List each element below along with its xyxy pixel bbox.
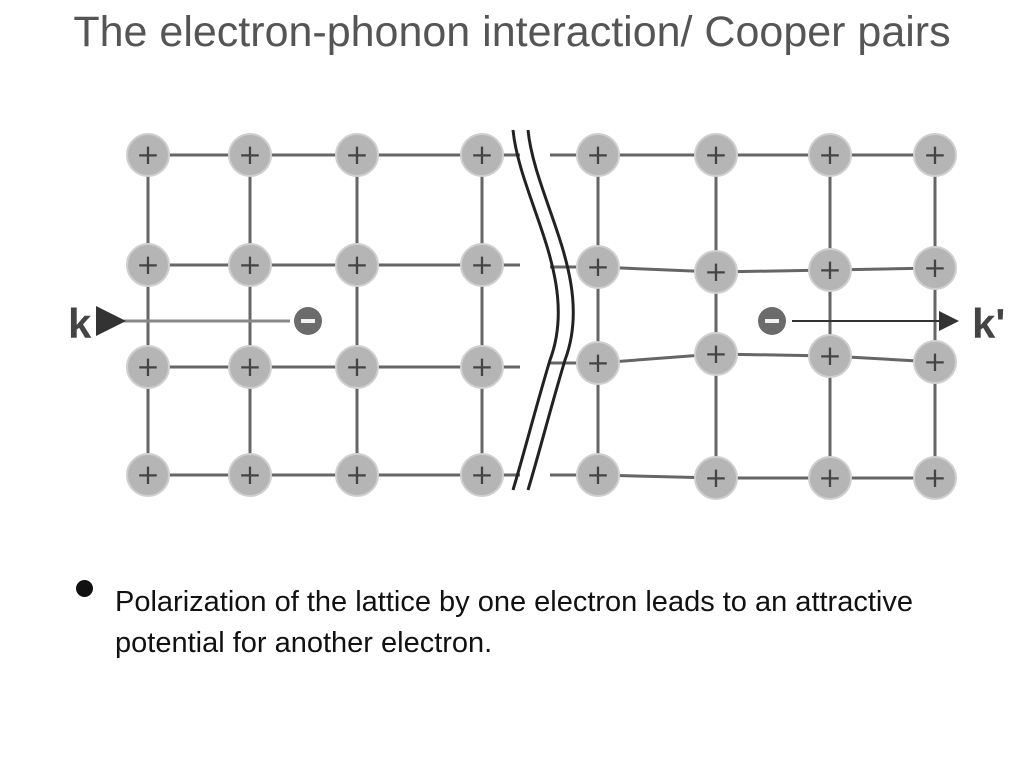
svg-text:+: +	[818, 339, 841, 372]
label-k-prime: k'	[972, 300, 1005, 347]
ion-icon: +	[127, 244, 169, 286]
svg-text:+: +	[586, 346, 609, 379]
ion-icon: +	[127, 454, 169, 496]
svg-text:+: +	[238, 138, 261, 171]
ion-icon: +	[695, 134, 737, 176]
ion-icon: +	[229, 346, 271, 388]
svg-text:+: +	[923, 138, 946, 171]
ion-icon: +	[914, 134, 956, 176]
svg-text:+: +	[470, 248, 493, 281]
ion-icon: +	[914, 341, 956, 383]
svg-text:+: +	[923, 461, 946, 494]
svg-text:+: +	[136, 350, 159, 383]
right-lattice-lines	[550, 155, 935, 478]
svg-text:+: +	[345, 138, 368, 171]
svg-text:+: +	[238, 248, 261, 281]
ion-icon: +	[577, 134, 619, 176]
ion-icon: +	[336, 244, 378, 286]
ion-icon: +	[695, 457, 737, 499]
ion-icon: +	[914, 457, 956, 499]
ion-icon: +	[461, 244, 503, 286]
ion-icon: +	[577, 454, 619, 496]
ion-icon: +	[577, 342, 619, 384]
svg-text:+: +	[136, 248, 159, 281]
ion-icon: +	[461, 454, 503, 496]
ion-icon: +	[809, 134, 851, 176]
electrons: −−	[294, 307, 786, 335]
ion-icon: +	[336, 454, 378, 496]
svg-text:+: +	[923, 345, 946, 378]
ion-icon: +	[127, 134, 169, 176]
electron-icon: −	[294, 307, 322, 335]
svg-text:+: +	[586, 138, 609, 171]
ion-icon: +	[336, 346, 378, 388]
svg-text:+: +	[136, 138, 159, 171]
svg-text:+: +	[818, 253, 841, 286]
label-k: k	[68, 300, 92, 347]
ion-icon: +	[809, 335, 851, 377]
svg-text:+: +	[345, 350, 368, 383]
ion-icon: +	[229, 454, 271, 496]
wavevector-labels: k k'	[68, 300, 1005, 347]
ion-icon: +	[336, 134, 378, 176]
bullet-point-icon	[76, 580, 93, 597]
svg-text:+: +	[136, 458, 159, 491]
svg-text:+: +	[704, 337, 727, 370]
ion-icon: +	[461, 346, 503, 388]
bullet-text: Polarization of the lattice by one elect…	[115, 582, 975, 664]
svg-text:+: +	[704, 461, 727, 494]
svg-text:+: +	[470, 458, 493, 491]
ion-icon: +	[577, 246, 619, 288]
ion-icon: +	[695, 333, 737, 375]
svg-text:+: +	[704, 255, 727, 288]
ion-icon: +	[229, 244, 271, 286]
lattice-break-marks	[513, 130, 573, 490]
break-line	[528, 130, 573, 490]
svg-text:+: +	[345, 248, 368, 281]
svg-text:+: +	[470, 138, 493, 171]
svg-text:+: +	[818, 138, 841, 171]
ion-icon: +	[809, 457, 851, 499]
svg-text:+: +	[818, 461, 841, 494]
svg-text:+: +	[238, 458, 261, 491]
svg-text:+: +	[345, 458, 368, 491]
svg-text:+: +	[704, 138, 727, 171]
ion-icon: +	[809, 249, 851, 291]
ion-icon: +	[695, 251, 737, 293]
ion-icon: +	[127, 346, 169, 388]
svg-text:+: +	[586, 458, 609, 491]
svg-text:+: +	[470, 350, 493, 383]
ion-icon: +	[914, 247, 956, 289]
svg-text:+: +	[586, 250, 609, 283]
ion-icon: +	[461, 134, 503, 176]
svg-text:+: +	[923, 251, 946, 284]
ion-icon: +	[229, 134, 271, 176]
electron-icon: −	[758, 307, 786, 335]
svg-text:+: +	[238, 350, 261, 383]
break-line	[513, 130, 558, 490]
left-lattice-lines	[148, 155, 520, 475]
